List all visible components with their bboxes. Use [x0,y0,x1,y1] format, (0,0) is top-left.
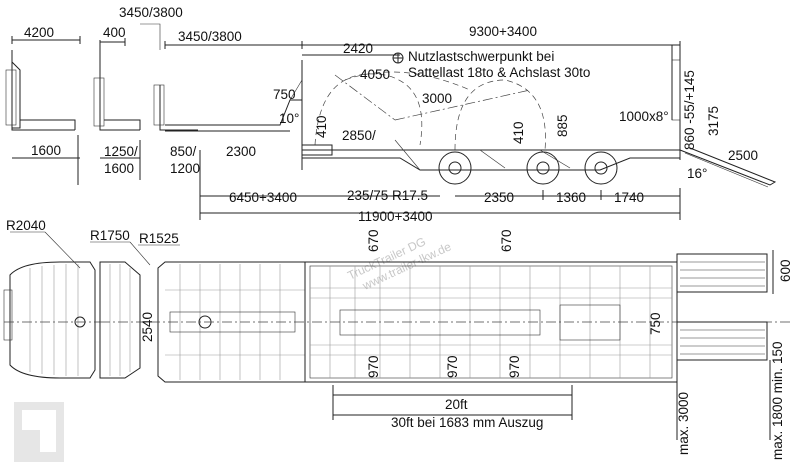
dim-label: R1750 [90,228,130,243]
dim-label: 2420 [343,41,373,56]
dim-label: 1250/ [104,144,138,159]
trailer-plan-view [150,250,790,383]
dim-label: 400 [103,25,126,40]
front-view-3 [153,84,198,131]
logo-mark [14,402,64,462]
dim-label: max. 1800 min. 150 [770,341,785,460]
dim-label: 410 [314,115,329,138]
wheels [438,151,618,185]
dim-label: 1740 [614,190,644,205]
dim-label: 2300 [226,144,256,159]
plan-dimension-lines [332,360,771,440]
center-of-gravity-icon [392,52,404,64]
dim-label: 2350 [484,190,514,205]
leader-line [129,241,151,266]
dim-label: 3450/3800 [178,29,242,44]
dim-label: 4050 [360,67,390,82]
dim-label: 10° [279,111,299,126]
dim-label: 9300+3400 [469,24,537,39]
dim-label: 670 [366,229,381,252]
side-dimension-lines [199,150,681,220]
dim-label: 1600 [31,143,61,158]
dim-label: 600 [778,259,793,282]
leader-line [44,231,81,269]
dim-label: 2540 [140,312,155,342]
dim-label: 970 [366,355,381,378]
plan-view-front-2 [99,261,150,379]
dim-label: 3175 [706,106,721,136]
dim-label: R2040 [6,218,46,233]
dim-label: 410 [511,121,526,144]
trailer-side-view [164,41,777,188]
dim-label: 1360 [556,190,586,205]
dim-label: R1525 [139,231,179,246]
dim-label: 16° [687,166,707,181]
dim-label: 970 [445,355,460,378]
dim-label: 30ft bei 1683 mm Auszug [391,415,543,430]
dim-label: 750 [648,312,663,335]
dim-label: 2500 [728,148,758,163]
dim-label: 885 [555,114,570,137]
dim-label: 3000 [422,91,452,106]
note-line-2: Sattellast 18to & Achslast 30to [408,65,590,80]
dim-label: 6450+3400 [229,190,297,205]
dim-label: 850/ [170,144,197,159]
front-view-1 [5,36,81,185]
front-view-2 [93,23,161,180]
dim-label: 1000x8° [619,109,669,124]
dim-label: 1200 [170,161,200,176]
note-line-1: Nutzlastschwerpunkt bei [408,49,554,64]
dim-label: 1600 [104,161,134,176]
dim-label: 20ft [445,397,468,412]
dim-label: 670 [499,229,514,252]
dim-label: max. 3000 [676,392,691,455]
dim-label: 750 [273,87,296,102]
dim-label: 860 -55/+145 [682,70,697,150]
dim-label: 235/75 R17.5 [347,188,428,203]
dim-label: 2850/ [342,128,376,143]
dim-label: 970 [507,355,522,378]
plan-view-front-1 [3,261,100,379]
dim-label: 4200 [24,25,54,40]
dim-label: 11900+3400 [358,209,432,224]
dim-label: 3450/3800 [119,5,183,20]
